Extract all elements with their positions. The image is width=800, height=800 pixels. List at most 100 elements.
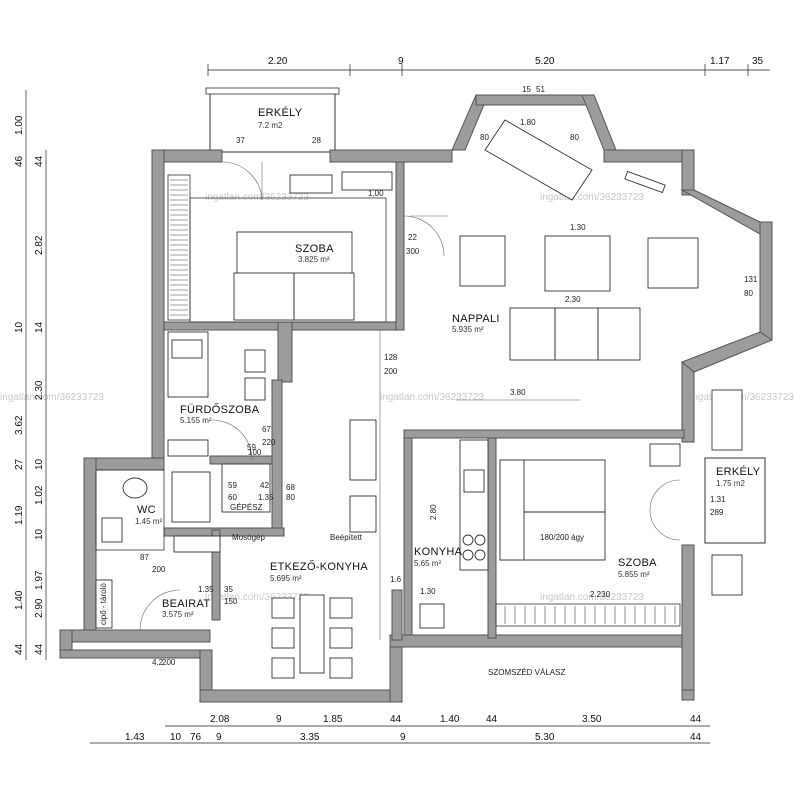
svg-text:9: 9 xyxy=(398,56,404,67)
watermark: ingatlan.com/36233723 xyxy=(540,592,644,603)
svg-text:46: 46 xyxy=(14,155,25,167)
room-furdoszoba: FÜRDŐSZOBA 5.155 m² 67 220 100 xyxy=(167,331,276,461)
svg-text:4.2: 4.2 xyxy=(152,658,164,667)
watermark: ingatlan.com/36233723 xyxy=(205,192,309,203)
svg-text:80: 80 xyxy=(570,133,579,142)
svg-text:1.30: 1.30 xyxy=(570,223,586,232)
svg-text:200: 200 xyxy=(152,565,166,574)
bottom-dimension-line-1: 2.08 9 1.85 44 1.40 44 3.50 44 xyxy=(165,714,710,727)
svg-text:100: 100 xyxy=(248,448,262,457)
svg-text:1.00: 1.00 xyxy=(14,115,25,135)
svg-text:2.90: 2.90 xyxy=(34,598,45,618)
room-area: 5.935 m² xyxy=(452,325,484,334)
svg-text:87: 87 xyxy=(140,553,149,562)
bottom-note: SZOMSZÉD VÁLASZ xyxy=(488,668,565,677)
room-area: 3.575 m² xyxy=(162,610,194,619)
balcony-top: ERKÉLY 7.2 m2 xyxy=(205,87,340,153)
svg-text:2.20: 2.20 xyxy=(268,56,288,67)
svg-text:51: 51 xyxy=(536,85,545,94)
svg-text:76: 76 xyxy=(190,732,202,743)
room-area: 5.65 m² xyxy=(414,559,441,568)
svg-text:10: 10 xyxy=(34,458,45,470)
svg-text:9: 9 xyxy=(276,714,282,725)
svg-text:GÉPÉSZ: GÉPÉSZ xyxy=(230,503,263,512)
watermark: ingatlan.com/36233723 xyxy=(380,392,484,403)
svg-text:10: 10 xyxy=(34,528,45,540)
svg-text:200: 200 xyxy=(384,367,398,376)
svg-text:150: 150 xyxy=(224,597,238,606)
svg-text:200: 200 xyxy=(162,658,176,667)
room-area: 1.45 m² xyxy=(135,517,162,526)
svg-text:10: 10 xyxy=(14,321,25,333)
svg-text:80: 80 xyxy=(480,133,489,142)
svg-text:1.85: 1.85 xyxy=(323,714,343,725)
svg-text:1.35: 1.35 xyxy=(198,585,214,594)
svg-text:80: 80 xyxy=(744,289,753,298)
svg-text:1.40: 1.40 xyxy=(14,590,25,610)
svg-text:44: 44 xyxy=(14,643,25,655)
svg-text:44: 44 xyxy=(690,732,702,743)
room-area: 5.855 m² xyxy=(618,570,650,579)
svg-text:10: 10 xyxy=(170,732,182,743)
svg-text:5.30: 5.30 xyxy=(535,732,555,743)
watermark: ingatlan.com/36233723 xyxy=(0,392,104,403)
room-area: 5.155 m² xyxy=(180,416,212,425)
room-area: 1.75 m2 xyxy=(716,479,745,488)
svg-text:44: 44 xyxy=(34,155,45,167)
svg-text:3.80: 3.80 xyxy=(510,388,526,397)
svg-text:1.40: 1.40 xyxy=(440,714,460,725)
room-name: ETKEZŐ-KONYHA xyxy=(270,559,368,573)
svg-text:cipő - tároló: cipő - tároló xyxy=(99,583,108,625)
svg-text:220: 220 xyxy=(262,438,276,447)
svg-text:35: 35 xyxy=(752,56,764,67)
room-area: 3.825 m² xyxy=(298,255,330,264)
svg-text:35: 35 xyxy=(224,585,233,594)
svg-text:1.80: 1.80 xyxy=(520,118,536,127)
svg-text:2.82: 2.82 xyxy=(34,235,45,255)
svg-text:5.20: 5.20 xyxy=(535,56,555,67)
room-area: 7.2 m2 xyxy=(258,121,283,130)
svg-text:2.30: 2.30 xyxy=(34,380,45,400)
room-szoba-right: 180/200 ágy SZOBA 5.855 m² 2.230 xyxy=(495,443,681,627)
svg-text:2.230: 2.230 xyxy=(590,590,611,599)
svg-text:28: 28 xyxy=(312,136,321,145)
svg-text:2.80: 2.80 xyxy=(429,504,438,520)
room-name: SZOBA xyxy=(295,243,334,255)
svg-text:1.02: 1.02 xyxy=(34,485,45,505)
room-konyha: KONYHA 5.65 m² 2.80 1.30 xyxy=(414,439,489,629)
room-name: ERKÉLY xyxy=(716,465,761,478)
svg-text:1.00: 1.00 xyxy=(368,189,384,198)
balcony-right: ERKÉLY 1.75 m2 1.31 289 xyxy=(704,389,766,596)
svg-text:22: 22 xyxy=(408,233,417,242)
room-name: FÜRDŐSZOBA xyxy=(180,402,260,416)
svg-text:1.6: 1.6 xyxy=(390,575,402,584)
svg-text:3.50: 3.50 xyxy=(582,714,602,725)
svg-text:1.31: 1.31 xyxy=(710,495,726,504)
room-name: WC xyxy=(137,504,156,516)
svg-text:44: 44 xyxy=(34,643,45,655)
room-nappali: 1.80 15 51 80 80 1.30 2.30 NAPPALI 5.935… xyxy=(403,85,758,401)
svg-text:9: 9 xyxy=(216,732,222,743)
svg-text:80: 80 xyxy=(286,493,295,502)
utility-area: 59 59 60 42 1.35 68 80 GÉPÉSZ Mosógép Be… xyxy=(171,419,377,553)
svg-text:3.62: 3.62 xyxy=(14,415,25,435)
svg-text:1.97: 1.97 xyxy=(34,570,45,590)
corridor: 128 200 xyxy=(379,330,398,640)
svg-text:Mosógép: Mosógép xyxy=(232,533,265,542)
svg-text:128: 128 xyxy=(384,353,398,362)
watermark: ingatlan.com/36233723 xyxy=(540,192,644,203)
svg-text:Beépített: Beépített xyxy=(330,533,363,542)
svg-text:1.43: 1.43 xyxy=(125,732,145,743)
svg-text:9: 9 xyxy=(400,732,406,743)
svg-text:15: 15 xyxy=(522,85,531,94)
svg-text:44: 44 xyxy=(390,714,402,725)
svg-text:131: 131 xyxy=(744,275,758,284)
svg-text:67: 67 xyxy=(262,425,271,434)
svg-text:2.08: 2.08 xyxy=(210,714,230,725)
room-name: BEAIRAT xyxy=(162,598,210,610)
bed-label: 180/200 ágy xyxy=(540,533,584,542)
svg-text:1.35: 1.35 xyxy=(258,493,274,502)
room-area: 5.695 m² xyxy=(270,574,302,583)
room-name: ERKÉLY xyxy=(258,106,303,119)
